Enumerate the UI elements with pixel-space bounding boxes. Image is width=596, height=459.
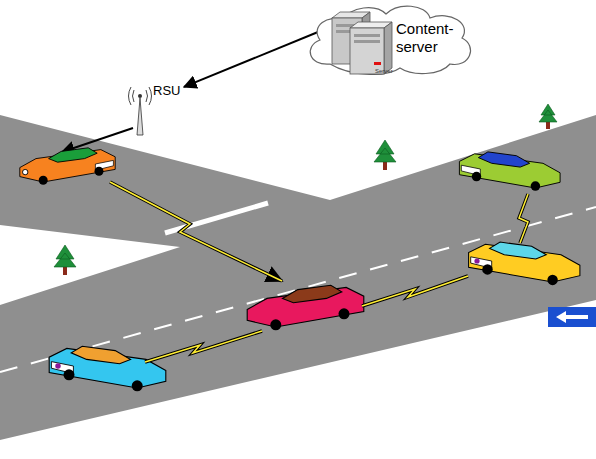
station-label-box: RSU [150,80,184,102]
server-icon [332,12,392,74]
icon-caption: Server [375,68,393,74]
data-link-arrow [184,32,318,87]
cloud-outline [300,2,478,78]
downlink-arrow [62,128,133,152]
direction-sign [548,307,596,327]
car [459,152,560,191]
car [247,285,364,330]
car [469,242,580,285]
cloud-node: Content-server [300,2,478,78]
tree [374,140,396,170]
tree [54,245,76,275]
station-name: RSU [153,83,181,99]
tree [539,104,557,129]
lane-marking [0,207,596,372]
road [0,115,596,440]
server-name: Content-server [396,20,468,56]
wireless-link [110,182,528,362]
car [49,346,166,391]
car [20,148,115,185]
